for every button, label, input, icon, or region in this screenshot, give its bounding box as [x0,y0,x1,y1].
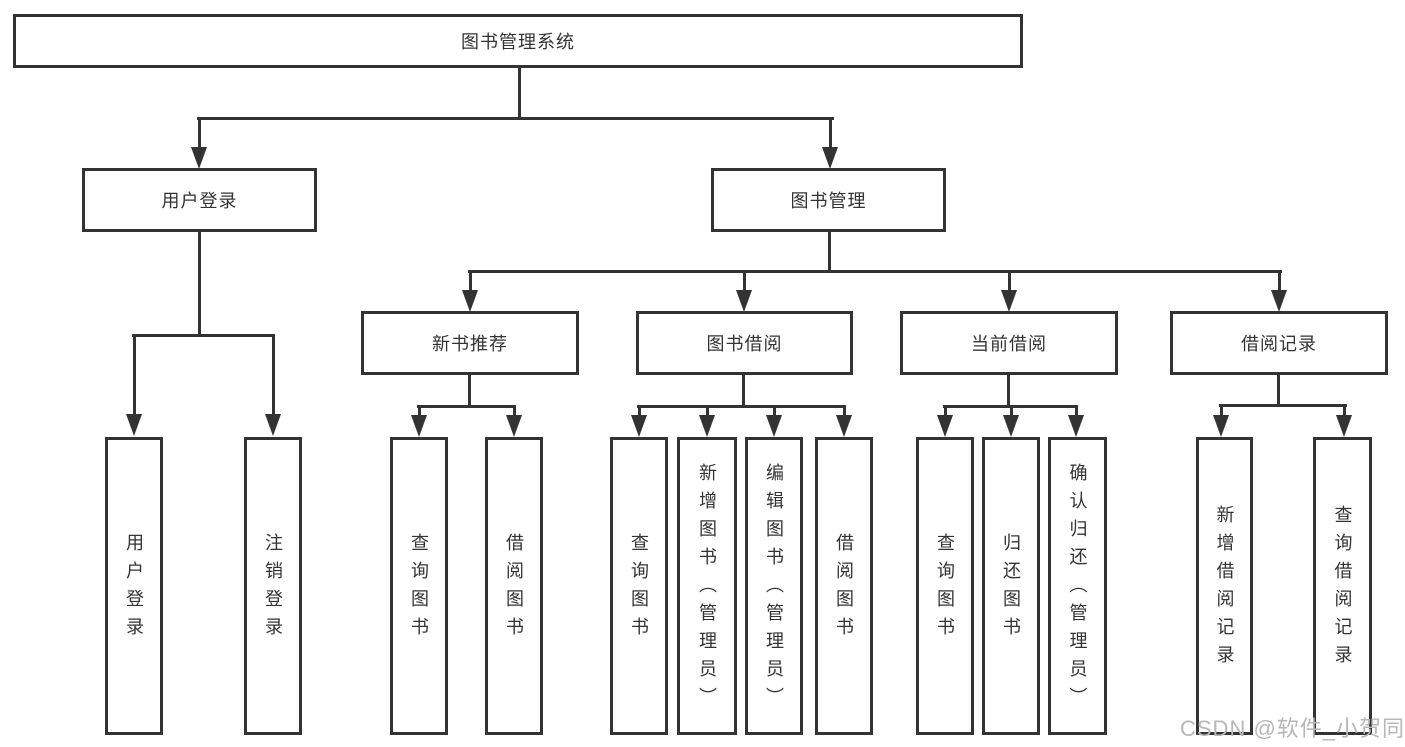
leaf-cb-return-books: 归还图书 [982,437,1040,735]
arrow-down-icon [1068,407,1084,437]
connector-stem [1007,373,1010,408]
arrow-down-icon [766,407,782,437]
node-root: 图书管理系统 [13,14,1023,68]
arrow-down-icon [631,407,647,437]
connector-stem [828,230,831,272]
arrow-down-icon [736,272,752,312]
csdn-watermark: CSDN @软件_小贺同学 [1180,716,1405,741]
leaf-cb-confirm-return-admin: 确认归还（管理员） [1048,437,1107,735]
connector-bar [197,117,834,120]
leaf-bb-edit-books-admin: 编辑图书（管理员） [745,437,803,735]
arrow-down-icon [191,119,207,169]
arrow-down-icon [1336,406,1352,437]
arrow-down-icon [265,336,281,436]
connector-bar [468,270,1282,273]
leaf-bb-borrow-books: 借阅图书 [815,437,873,735]
arrow-down-icon [1213,406,1229,437]
leaf-br-add-record: 新增借阅记录 [1196,437,1253,735]
connector-bar [132,334,275,337]
arrow-down-icon [1271,272,1287,312]
node-current-borrowing: 当前借阅 [900,311,1118,375]
node-book-borrowing: 图书借阅 [636,311,853,375]
arrow-down-icon [462,272,478,312]
arrow-down-icon [411,407,427,437]
leaf-bb-query-books: 查询图书 [610,437,668,735]
connector-bar [1219,404,1347,407]
arrow-down-icon [1001,272,1017,312]
leaf-nbr-query-books: 查询图书 [390,437,448,735]
arrow-down-icon [506,407,522,437]
connector-stem [518,66,521,118]
arrow-down-icon [822,119,838,169]
leaf-cb-query-books: 查询图书 [916,437,974,735]
leaf-user-login: 用户登录 [105,437,163,735]
arrow-down-icon [1003,407,1019,437]
leaf-bb-add-books-admin: 新增图书（管理员） [677,437,737,735]
leaf-br-query-record: 查询借阅记录 [1313,437,1372,735]
connector-stem [468,373,471,408]
connector-bar [417,405,516,408]
connector-stem [742,373,745,408]
arrow-down-icon [937,407,953,437]
node-book-management: 图书管理 [711,168,946,232]
arrow-down-icon [699,407,715,437]
arrow-down-icon [126,336,142,436]
node-new-book-recommend: 新书推荐 [361,311,579,375]
connector-bar [943,405,1078,408]
node-borrow-records: 借阅记录 [1170,311,1388,375]
connector-stem [198,230,201,336]
connector-bar [637,405,846,408]
node-user-login-branch: 用户登录 [82,168,317,232]
leaf-nbr-borrow-books: 借阅图书 [485,437,543,735]
arrow-down-icon [836,407,852,437]
leaf-logout: 注销登录 [244,437,302,735]
connector-stem [1277,373,1280,407]
